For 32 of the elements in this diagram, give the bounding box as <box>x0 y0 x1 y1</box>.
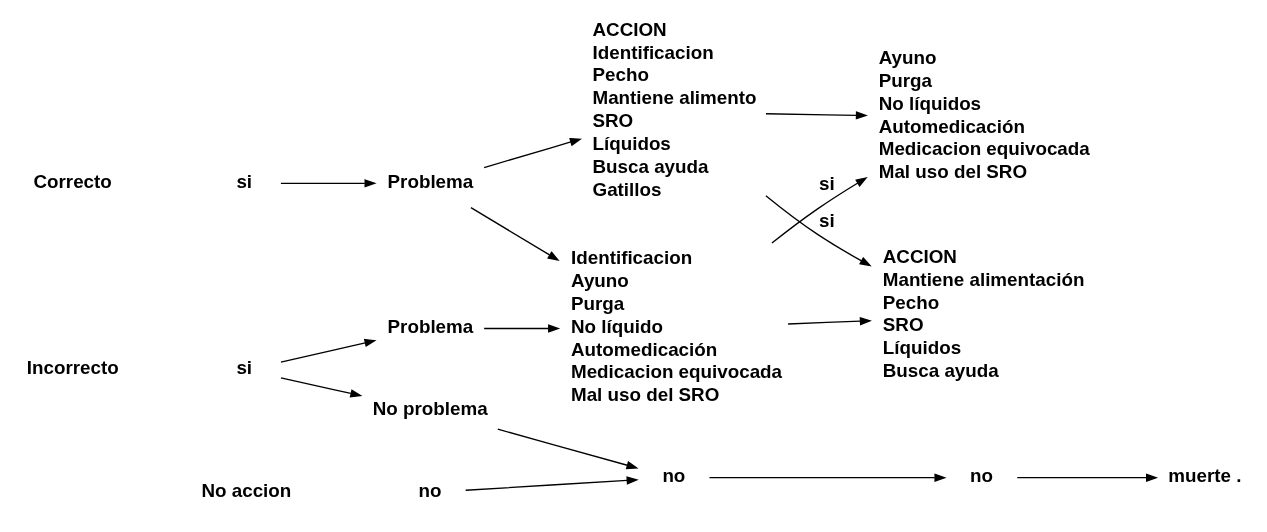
node-text: ACCION Mantiene alimentación Pecho SRO Líquidos Busca ayuda <box>882 245 1085 382</box>
node-text: No problema <box>372 397 488 419</box>
node-text: si <box>236 357 253 379</box>
node-text: Identificacion Ayuno Purga No líquido Automedicación Medicacion equivocada Mal uso del SRO <box>571 247 783 406</box>
arrow <box>1016 473 1159 482</box>
arrow <box>483 324 561 333</box>
node-text: no <box>970 464 994 486</box>
arrow <box>465 476 639 491</box>
node-text: Ayuno Purga No líquidos Automedicación Medicacion equivocada Mal uso del SRO <box>878 47 1090 183</box>
node-text: no <box>662 464 686 486</box>
node-text: Problema <box>387 170 474 192</box>
arrow <box>787 316 872 326</box>
node-text: Problema <box>387 315 474 337</box>
node-text: si <box>236 170 253 192</box>
edge-label: si <box>818 172 835 194</box>
label: Incorrecto <box>26 357 119 379</box>
label: Correcto <box>33 170 112 192</box>
arrow <box>280 179 377 188</box>
arrow <box>708 473 947 482</box>
arrow <box>280 377 363 398</box>
arrow <box>497 428 639 470</box>
arrow <box>765 111 868 120</box>
arrow <box>771 177 868 244</box>
node-text: muerte . <box>1168 464 1242 486</box>
node-text: no <box>418 479 442 501</box>
arrow <box>280 338 377 363</box>
arrow <box>765 195 872 267</box>
label: No accion <box>201 479 292 501</box>
node-text: ACCION Identificacion Pecho Mantiene alimento SRO Líquidos Busca ayuda Gatillos <box>592 18 757 200</box>
edge-label: si <box>818 210 835 232</box>
arrow <box>483 138 582 169</box>
arrow <box>470 207 560 261</box>
